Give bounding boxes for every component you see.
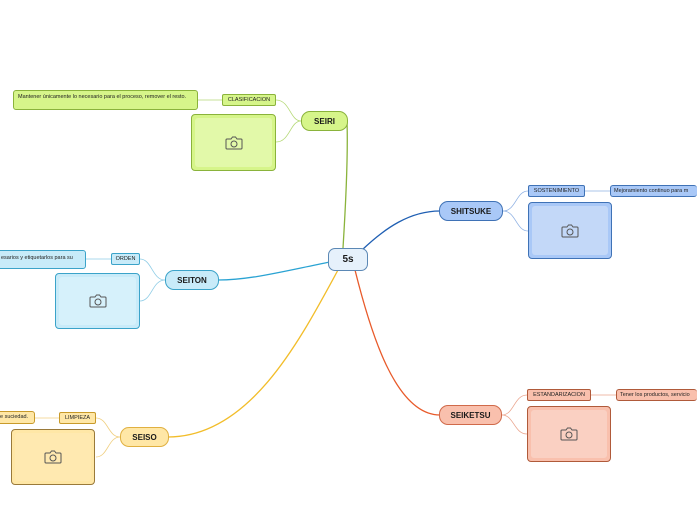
note-seiso-text: e suciedad. bbox=[0, 414, 29, 420]
photo-placeholder-seiso[interactable] bbox=[11, 429, 95, 485]
tag-limpieza[interactable]: LIMPIEZA bbox=[59, 412, 96, 424]
tag-orden-label: ORDEN bbox=[115, 256, 136, 262]
camera-icon bbox=[561, 224, 579, 237]
connector-root-seiton bbox=[217, 261, 331, 281]
tag-estandarizacion[interactable]: ESTANDARIZACION bbox=[527, 389, 591, 401]
photo-placeholder-shitsuke[interactable] bbox=[528, 202, 612, 259]
root-node[interactable]: 5s bbox=[328, 248, 368, 271]
connector-seiton-photo bbox=[139, 279, 166, 302]
branch-seiton[interactable]: SEITON bbox=[165, 270, 219, 290]
note-seiketsu[interactable]: Tener los productos, servicio bbox=[616, 389, 697, 401]
branch-seiketsu[interactable]: SEIKETSU bbox=[439, 405, 502, 425]
note-shitsuke[interactable]: Mejoramiento continuo para m bbox=[610, 185, 697, 197]
photo-placeholder-seiketsu[interactable] bbox=[527, 406, 611, 462]
connector-shitsuke-photo bbox=[502, 210, 529, 232]
tag-sostenimiento[interactable]: SOSTENIMIENTO bbox=[528, 185, 585, 197]
root-label: 5s bbox=[342, 254, 354, 265]
tag-estandarizacion-label: ESTANDARIZACION bbox=[533, 392, 585, 398]
note-seiso[interactable]: e suciedad. bbox=[0, 411, 35, 424]
tag-limpieza-label: LIMPIEZA bbox=[64, 415, 91, 421]
camera-icon bbox=[560, 427, 578, 441]
note-seiketsu-text: Tener los productos, servicio bbox=[620, 392, 690, 398]
connector-seiketsu-tag bbox=[501, 394, 528, 416]
connector-seiri-photo bbox=[275, 120, 302, 143]
photo-placeholder-seiton[interactable] bbox=[55, 273, 140, 329]
tag-orden[interactable]: ORDEN bbox=[111, 253, 140, 265]
connector-root-shitsuke bbox=[361, 210, 441, 251]
branch-shitsuke[interactable]: SHITSUKE bbox=[439, 201, 503, 221]
tag-sostenimiento-label: SOSTENIMIENTO bbox=[533, 188, 580, 194]
note-shitsuke-text: Mejoramiento continuo para m bbox=[614, 188, 689, 194]
note-seiri[interactable]: Mantener únicamente lo necesario para el… bbox=[13, 90, 198, 110]
connector-seiso-photo bbox=[95, 436, 121, 458]
connector-seiton-tag bbox=[139, 258, 166, 281]
connector-seiketsu-photo bbox=[501, 414, 528, 435]
branch-seiton-label: SEITON bbox=[177, 275, 207, 285]
camera-icon bbox=[89, 294, 106, 308]
branch-seiri[interactable]: SEIRI bbox=[301, 111, 348, 131]
branch-seiso-label: SEISO bbox=[132, 432, 157, 442]
note-seiri-text: Mantener únicamente lo necesario para el… bbox=[18, 94, 187, 100]
connector-shitsuke-tag bbox=[502, 190, 529, 212]
note-seiton[interactable]: esarios y etiquetarlos para su bbox=[0, 250, 86, 269]
branch-seiketsu-label: SEIKETSU bbox=[450, 410, 491, 420]
tag-clasificacion[interactable]: CLASIFICACION bbox=[222, 94, 276, 106]
connector-root-seiri bbox=[342, 120, 348, 249]
branch-seiri-label: SEIRI bbox=[314, 116, 335, 126]
tag-clasificacion-label: CLASIFICACION bbox=[227, 97, 271, 103]
branch-seiso[interactable]: SEISO bbox=[120, 427, 169, 447]
note-seiton-text: esarios y etiquetarlos para su bbox=[1, 255, 73, 261]
connector-root-seiso bbox=[167, 269, 339, 438]
camera-icon bbox=[225, 136, 242, 149]
photo-placeholder-seiri[interactable] bbox=[191, 114, 276, 171]
branch-shitsuke-label: SHITSUKE bbox=[450, 206, 492, 216]
connector-root-seiketsu bbox=[354, 269, 441, 416]
connector-seiri-tag bbox=[275, 99, 302, 122]
camera-icon bbox=[44, 450, 62, 464]
connector-seiso-tag bbox=[95, 417, 121, 438]
